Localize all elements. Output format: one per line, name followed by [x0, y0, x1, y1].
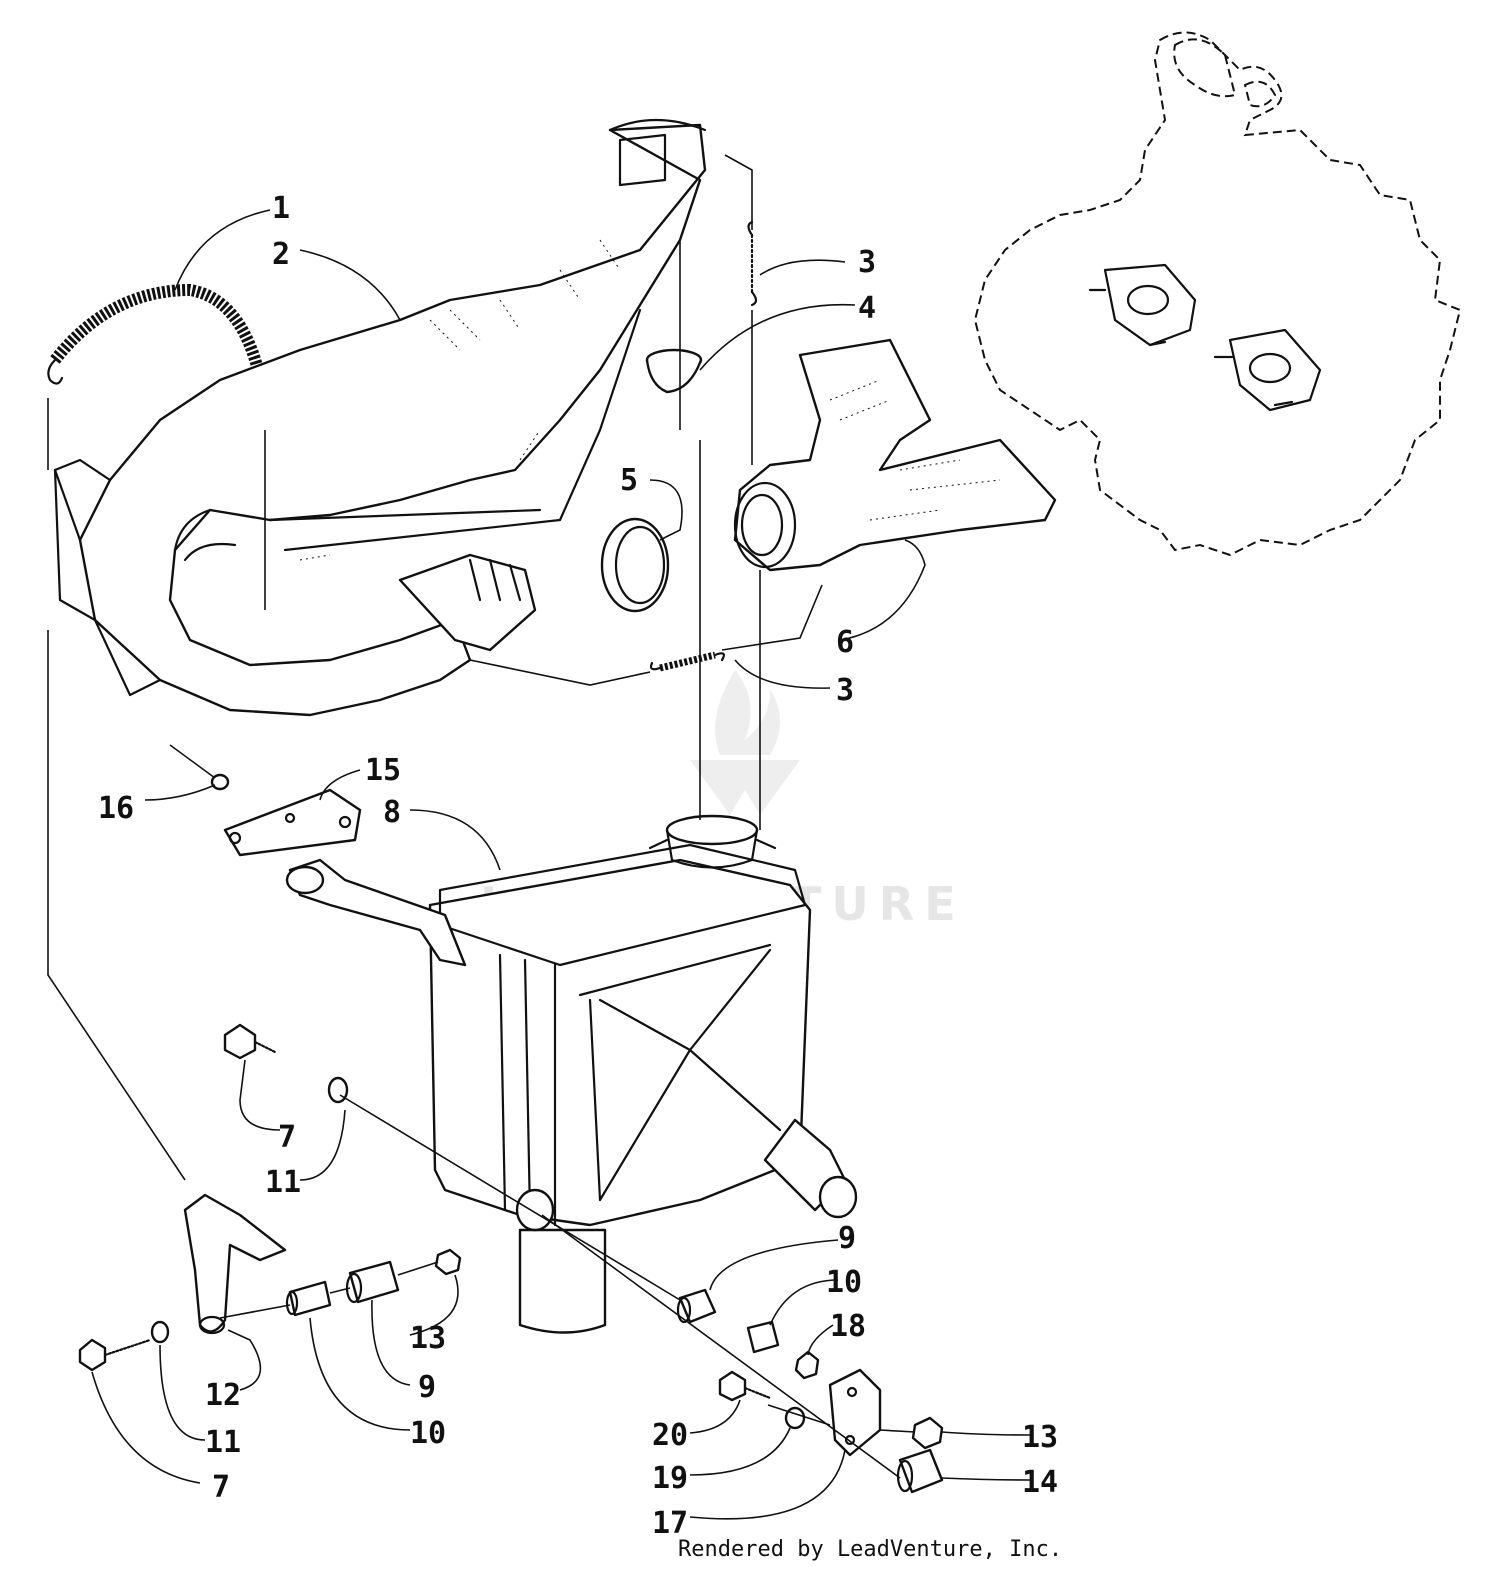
part-11-washer-lower — [150, 1320, 170, 1344]
part-6-exhaust-manifold — [733, 338, 1057, 572]
callout-10-left: 10 — [410, 1416, 446, 1451]
callout-2: 2 — [272, 237, 290, 272]
callout-4: 4 — [858, 291, 876, 326]
callout-19: 19 — [652, 1461, 688, 1496]
callout-9-left: 9 — [418, 1370, 436, 1405]
part-9-grommet-right — [676, 1288, 717, 1324]
callout-6: 6 — [836, 625, 854, 660]
callout-13-right: 13 — [1022, 1420, 1058, 1455]
callout-17: 17 — [652, 1506, 688, 1541]
part-18-lock-washer — [794, 1350, 820, 1380]
callout-16: 16 — [98, 791, 134, 826]
callout-7-lower: 7 — [212, 1470, 230, 1505]
part-10-spacer-right — [746, 1320, 780, 1354]
callout-labels: 1 2 3 4 5 6 3 15 16 8 7 11 9 10 18 13 9 … — [98, 191, 1058, 1541]
callout-11-lower: 11 — [205, 1425, 241, 1460]
callout-10-right: 10 — [826, 1265, 862, 1300]
callout-12: 12 — [205, 1378, 241, 1413]
callout-1: 1 — [272, 191, 290, 226]
callout-7-upper: 7 — [278, 1120, 296, 1155]
part-4-seal-cup — [645, 348, 703, 394]
part-12-mount-bracket — [183, 1193, 287, 1335]
part-7-bolt-upper — [223, 1023, 277, 1060]
part-10-spacer-left — [285, 1280, 332, 1317]
part-17-plate — [828, 1368, 882, 1457]
part-15-bracket — [223, 788, 362, 857]
callout-14: 14 — [1022, 1465, 1058, 1500]
part-13-nut-left — [434, 1248, 462, 1276]
callout-18: 18 — [830, 1309, 866, 1344]
part-13-nut-right — [911, 1416, 944, 1450]
part-3-spring-lower — [649, 651, 725, 672]
callout-8: 8 — [383, 795, 401, 830]
part-2-expansion-chamber — [53, 118, 707, 717]
callout-13-left: 13 — [410, 1321, 446, 1356]
callout-11-upper: 11 — [265, 1165, 301, 1200]
part-14-nut — [896, 1448, 944, 1494]
leader-lines — [47, 154, 1031, 1520]
part-9-grommet-left — [345, 1260, 400, 1304]
callout-5: 5 — [620, 463, 638, 498]
callout-3-lower: 3 — [836, 673, 854, 708]
callout-20: 20 — [652, 1418, 688, 1453]
callout-3-upper: 3 — [858, 245, 876, 280]
engine-exhaust-port — [1088, 263, 1322, 412]
part-3-spring-upper — [747, 220, 758, 307]
callout-9-right: 9 — [838, 1221, 856, 1256]
engine-outline — [973, 31, 1462, 557]
part-7-bolt-lower — [78, 1338, 152, 1372]
part-8-muffler — [285, 814, 858, 1334]
part-5-exhaust-ring — [600, 517, 670, 613]
part-16-rivet — [169, 744, 230, 791]
callout-15: 15 — [365, 753, 401, 788]
footer-credit: Rendered by LeadVenture, Inc. — [678, 1537, 1062, 1562]
part-20-bolt — [718, 1370, 772, 1402]
